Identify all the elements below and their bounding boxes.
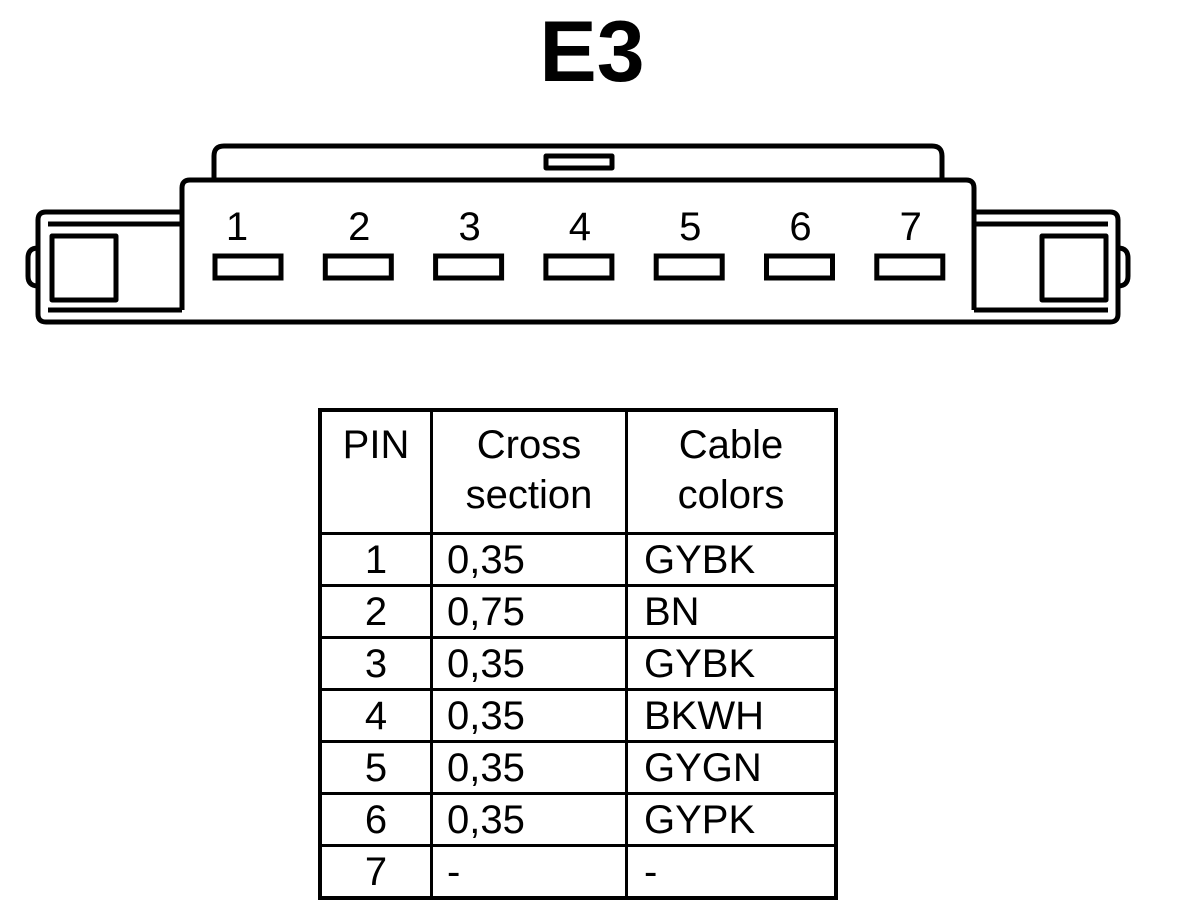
cable-color-cell: GYPK bbox=[625, 792, 838, 847]
connector-key bbox=[543, 153, 615, 171]
header-cross-section: Cross section bbox=[430, 408, 628, 535]
connector-title: E3 bbox=[539, 4, 645, 100]
cable-color-cell: GYBK bbox=[625, 532, 838, 587]
connector-left-flange bbox=[35, 209, 1121, 325]
cross-section-cell: 0,35 bbox=[430, 636, 628, 691]
right-latch-window bbox=[1039, 233, 1109, 303]
pin-slot bbox=[764, 253, 835, 281]
pin-cell: 2 bbox=[318, 584, 433, 639]
pin-slot bbox=[433, 253, 505, 281]
cable-color-cell: BKWH bbox=[625, 688, 838, 743]
pin-slot bbox=[543, 253, 615, 281]
connector-body bbox=[179, 177, 977, 212]
pin-number-label: 1 bbox=[226, 205, 248, 249]
pin-cell: 1 bbox=[318, 532, 433, 587]
pin-slot bbox=[212, 253, 284, 281]
table-header-row: PIN Cross section Cable colors bbox=[318, 408, 838, 535]
pin-number-label: 5 bbox=[679, 205, 701, 249]
pin-slot bbox=[874, 253, 946, 281]
pin-cell: 5 bbox=[318, 740, 433, 795]
cable-color-cell: GYBK bbox=[625, 636, 838, 691]
pin-number-label: 7 bbox=[900, 205, 922, 249]
cross-section-cell: - bbox=[430, 844, 628, 900]
left-latch-window bbox=[49, 233, 119, 303]
connector-top-bar bbox=[211, 143, 945, 178]
pin-cell: 3 bbox=[318, 636, 433, 691]
cable-color-cell: - bbox=[625, 844, 838, 900]
pin-number-label: 6 bbox=[789, 205, 811, 249]
pin-cell: 6 bbox=[318, 792, 433, 847]
cross-section-cell: 0,35 bbox=[430, 532, 628, 587]
header-cable-colors: Cable colors bbox=[625, 408, 838, 535]
pin-cell: 7 bbox=[318, 844, 433, 900]
pin-slot bbox=[322, 253, 394, 281]
pin-cell: 4 bbox=[318, 688, 433, 743]
cable-color-cell: GYGN bbox=[625, 740, 838, 795]
table-row: 7-- bbox=[318, 844, 838, 900]
pin-number-label: 2 bbox=[348, 205, 370, 249]
header-pin: PIN bbox=[318, 408, 433, 535]
cross-section-cell: 0,35 bbox=[430, 740, 628, 795]
cable-color-cell: BN bbox=[625, 584, 838, 639]
pin-number-label: 4 bbox=[569, 205, 591, 249]
connector-diagram: 1 2 3 4 5 6 7 bbox=[25, 143, 1131, 325]
cross-section-cell: 0,35 bbox=[430, 792, 628, 847]
pin-slot bbox=[653, 253, 725, 281]
cross-section-cell: 0,75 bbox=[430, 584, 628, 639]
pin-number-label: 3 bbox=[458, 205, 480, 249]
cross-section-cell: 0,35 bbox=[430, 688, 628, 743]
